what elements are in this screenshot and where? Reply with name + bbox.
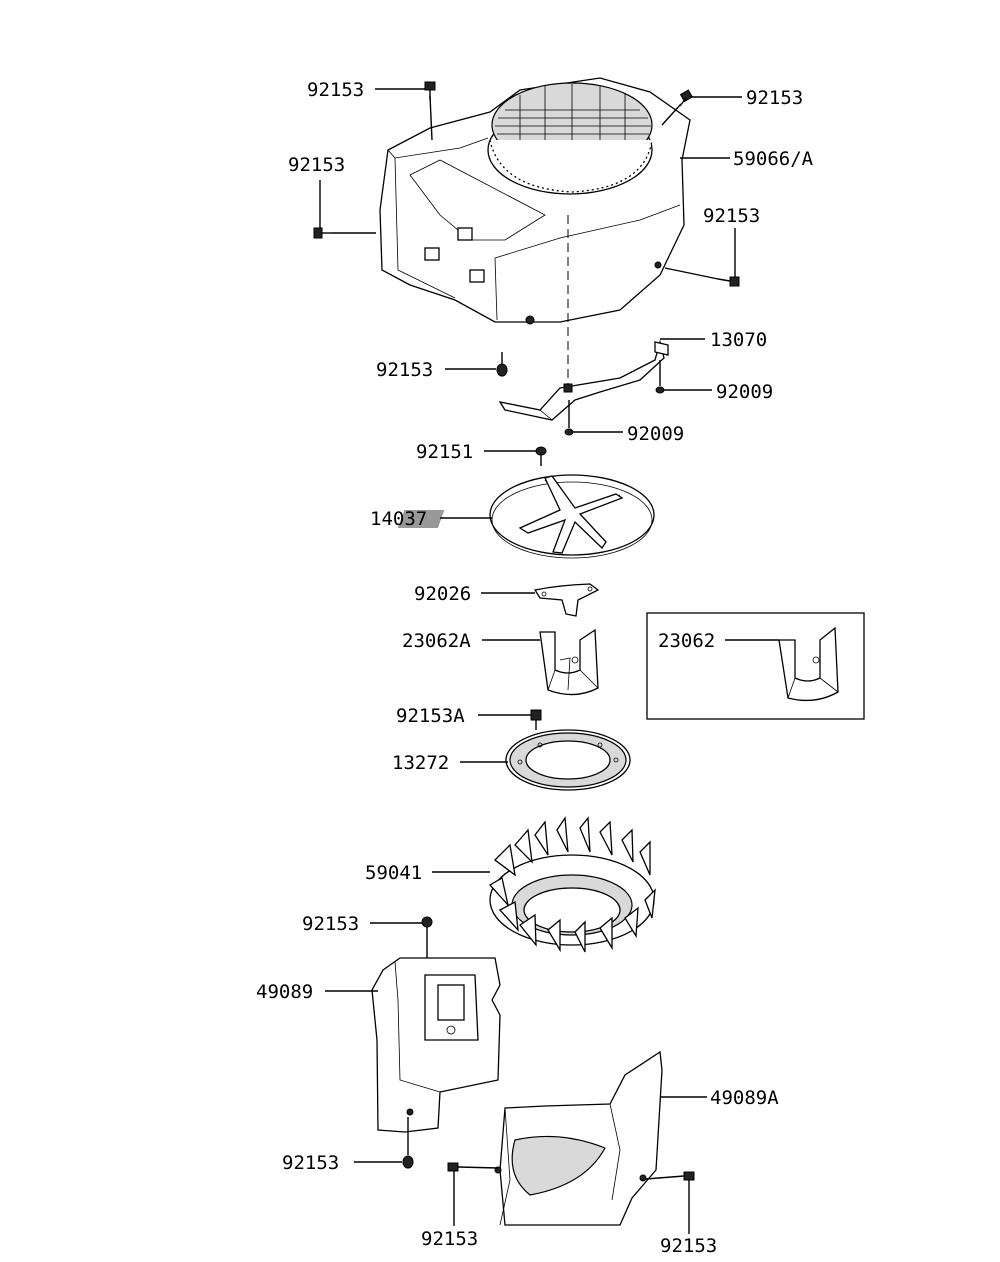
rotating-screen (397, 474, 655, 559)
pulley-ring (505, 729, 631, 791)
label-bracket: 23062A (402, 630, 471, 652)
bolt-baffle-a (655, 360, 665, 394)
label-bolt-baffle-a: 92009 (716, 381, 773, 403)
inset-box (646, 612, 865, 720)
label-screw-top-right: 92153 (746, 87, 803, 109)
label-plate: 92026 (414, 583, 471, 605)
blower-housing (379, 77, 691, 325)
label-screw-right: 92153 (703, 205, 760, 227)
bolt-baffle-b (564, 400, 574, 436)
screw-bottom (496, 352, 508, 377)
screw-screen (535, 446, 547, 466)
screw-top-right (679, 89, 694, 107)
label-screw-cover-b-left: 92153 (421, 1228, 478, 1250)
screw-cover-bottom (402, 1117, 414, 1169)
screw-left (313, 227, 332, 239)
label-screw-cover-b-right: 92153 (660, 1235, 717, 1257)
screw-cover-b-left (447, 1162, 499, 1172)
label-cover-b: 49089A (710, 1087, 779, 1109)
bracket-23062 (778, 626, 839, 702)
bracket-23062A (539, 628, 599, 696)
screw-bracket (530, 709, 542, 730)
label-housing: 59066/A (733, 148, 814, 170)
label-screw-cover-bottom: 92153 (282, 1152, 339, 1174)
label-screw-cover-top: 92153 (302, 913, 359, 935)
cylinder-cover (371, 957, 501, 1133)
label-pulley: 13272 (392, 752, 449, 774)
mounting-plate (533, 583, 600, 617)
cooling-fan (488, 816, 656, 953)
label-bolt-baffle-b: 92009 (627, 423, 684, 445)
label-screw-left: 92153 (288, 154, 345, 176)
label-screw-screen: 92151 (416, 441, 473, 463)
label-cover: 49089 (256, 981, 313, 1003)
air-baffle (498, 339, 669, 421)
screw-right (717, 276, 740, 287)
label-fan: 59041 (365, 862, 422, 884)
label-bracket-alt: 23062 (658, 630, 715, 652)
label-baffle: 13070 (710, 329, 767, 351)
label-screw-top-left: 92153 (307, 79, 364, 101)
label-screw-bottom: 92153 (376, 359, 433, 381)
cylinder-cover-a (494, 1050, 663, 1226)
label-screw-bracket: 92153A (396, 705, 465, 727)
screw-cover-top (421, 916, 433, 958)
label-screen: 14037 (370, 508, 427, 530)
